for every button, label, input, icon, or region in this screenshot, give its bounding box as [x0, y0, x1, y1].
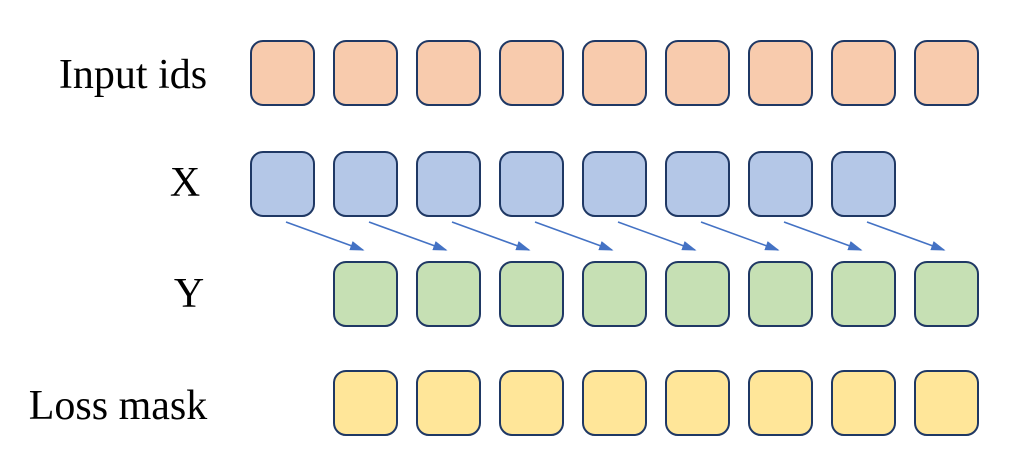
shift-arrow	[451, 221, 531, 251]
row-label-loss-mask: Loss mask	[28, 383, 208, 429]
shift-arrow	[783, 221, 863, 251]
token-square	[416, 370, 481, 436]
shift-arrow	[866, 221, 946, 251]
row-label-y: Y	[173, 271, 205, 317]
token-square	[831, 40, 896, 106]
token-square	[831, 370, 896, 436]
token-square	[748, 370, 813, 436]
token-square	[499, 40, 564, 106]
token-square	[582, 261, 647, 327]
token-square	[582, 370, 647, 436]
token-square	[665, 151, 730, 217]
token-square	[665, 40, 730, 106]
token-square	[914, 40, 979, 106]
token-square	[665, 261, 730, 327]
token-square	[416, 151, 481, 217]
shift-arrow	[534, 221, 614, 251]
shift-arrow	[368, 221, 448, 251]
token-square	[333, 370, 398, 436]
token-square	[914, 370, 979, 436]
token-square	[914, 261, 979, 327]
token-square	[416, 40, 481, 106]
token-square	[831, 151, 896, 217]
row-label-input-ids: Input ids	[58, 52, 208, 98]
token-square	[748, 40, 813, 106]
token-square	[250, 40, 315, 106]
token-square	[831, 261, 896, 327]
token-square	[250, 151, 315, 217]
token-square	[333, 261, 398, 327]
token-square	[748, 261, 813, 327]
token-square	[748, 151, 813, 217]
token-square	[665, 370, 730, 436]
shift-arrow	[617, 221, 697, 251]
token-square	[333, 151, 398, 217]
token-square	[416, 261, 481, 327]
token-square	[333, 40, 398, 106]
token-square	[499, 261, 564, 327]
token-square	[499, 151, 564, 217]
shift-arrow	[700, 221, 780, 251]
shift-arrow	[285, 221, 365, 251]
token-square	[582, 40, 647, 106]
row-label-x: X	[169, 160, 201, 206]
token-square	[499, 370, 564, 436]
token-square	[582, 151, 647, 217]
